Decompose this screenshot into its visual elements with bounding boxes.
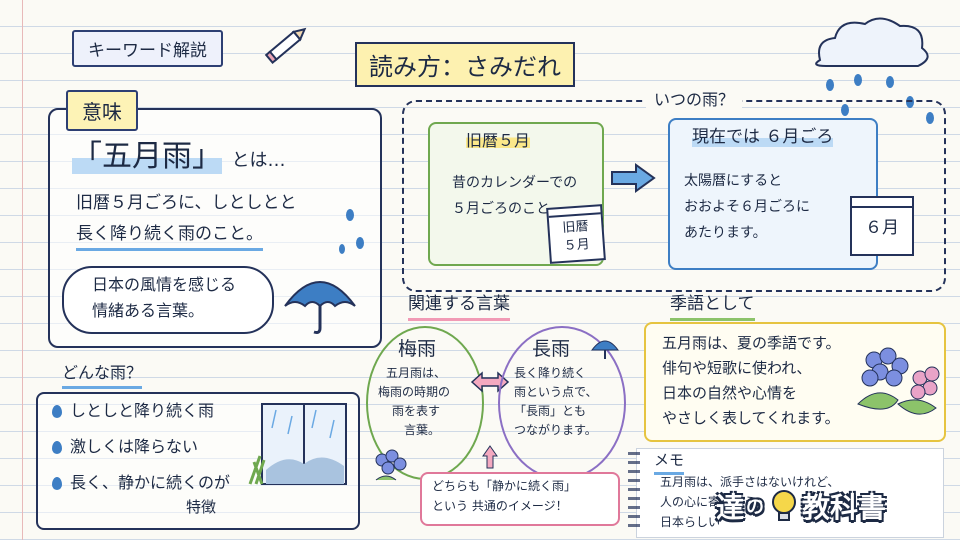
- meaning-line1: 旧暦５月ごろに、しとしとと: [76, 193, 297, 213]
- raindrop-icon: [52, 405, 62, 418]
- kind-item-3: 長く、静かに続くのが: [52, 470, 230, 496]
- raindrop-icon: [52, 441, 62, 454]
- memo-line2: 人の心に寄り添う: [660, 495, 757, 509]
- tsuyu-line1: 五月雨は、: [386, 366, 447, 380]
- meaning-line2: 長く降り続く雨のこと。: [76, 220, 263, 251]
- pencil-icon: [264, 27, 307, 64]
- hydrangea-icon: [375, 449, 407, 481]
- kind-item-1-text: しとしと降り続く雨: [70, 401, 215, 420]
- memo-line1: 五月雨は、派手さはないけれど、: [660, 475, 840, 489]
- old-line2: ５月ごろのこと。: [452, 201, 564, 217]
- now-line1: 太陽暦にすると: [684, 173, 783, 189]
- reading-text: 読み方：さみだれ: [369, 53, 561, 81]
- hydrangea-icon: [857, 347, 940, 415]
- now-line3: あたります。: [684, 225, 767, 241]
- kind-item-3-text: 長く、静かに続くのが: [70, 473, 231, 492]
- meaning-bubble-line2: 情緒ある言葉。: [92, 301, 205, 320]
- raindrops-icon: [339, 209, 364, 254]
- meaning-bubble: [62, 266, 274, 334]
- now-title: 現在では ６月ごろ: [692, 127, 834, 147]
- kind-item-2: 激しくは降らない: [52, 434, 198, 460]
- when-label: いつの雨？: [646, 86, 743, 110]
- arrow-right-icon: [611, 163, 656, 193]
- calendar-icon: 旧暦 ５月: [546, 204, 606, 264]
- lightbulb-icon: [772, 490, 797, 521]
- kigo-line2: 俳句や短歌に使われ、: [662, 359, 812, 377]
- nagaame-line4: つながります。: [514, 423, 597, 437]
- common-line1: どちらも「静かに続く雨」: [432, 479, 577, 493]
- when-label-text: いつの雨？: [654, 90, 735, 109]
- reading-title: 読み方：さみだれ: [355, 42, 575, 87]
- kind-label: どんな雨？: [62, 360, 143, 389]
- brand-logo: 達 の 教科書: [716, 484, 886, 528]
- kigo-label: 季語として: [670, 290, 755, 321]
- nagaame-line3: 「長雨」とも: [514, 404, 587, 418]
- related-label: 関連する言葉: [408, 290, 510, 321]
- brand-part1: 達: [716, 491, 745, 524]
- notebook-margin-line: [22, 0, 23, 540]
- window-icon: [248, 403, 347, 485]
- kigo-line1: 五月雨は、夏の季語です。: [662, 334, 841, 352]
- kind-item-3-cont: 特徴: [186, 498, 217, 516]
- arrow-up-icon: [482, 445, 498, 469]
- raindrop-icon: [52, 477, 62, 490]
- cloud-icon: [815, 17, 934, 124]
- tsuyu-line4: 言葉。: [404, 423, 441, 437]
- tsuyu-line2: 梅雨の時期の: [378, 385, 451, 399]
- kigo-line3: 日本の自然や心情を: [662, 384, 798, 402]
- memo-label: メモ: [654, 448, 685, 475]
- memo-line3: 日本らしい: [660, 515, 721, 529]
- nagaame-title: 長雨: [532, 338, 571, 360]
- nagaame-line1: 長く降り続く: [514, 366, 587, 380]
- tsuyu-line3: 雨を表す: [392, 404, 441, 418]
- keyword-label-text: キーワード解説: [88, 41, 207, 61]
- kind-item-1: しとしと降り続く雨: [52, 398, 214, 424]
- tsuyu-title: 梅雨: [398, 338, 437, 360]
- kigo-line4: やさしく表してくれます。: [662, 409, 840, 427]
- now-calendar-text: ６月: [865, 218, 899, 238]
- old-title: 旧暦５月: [466, 131, 531, 150]
- keyword-label: キーワード解説: [72, 30, 223, 67]
- old-line1: 昔のカレンダーでの: [452, 175, 578, 191]
- now-title-wrap: 現在では ６月ごろ: [692, 124, 834, 150]
- brand-part2: の: [746, 497, 765, 518]
- common-image-box: [420, 472, 620, 526]
- memo-spiral: [628, 452, 640, 532]
- kind-item-2-text: 激しくは降らない: [70, 437, 199, 456]
- meaning-term: 「五月雨」: [72, 139, 222, 174]
- meaning-term-suffix: とは…: [231, 150, 286, 171]
- meaning-bubble-line1: 日本の風情を感じる: [92, 275, 237, 294]
- meaning-label-text: 意味: [82, 100, 122, 124]
- meaning-label: 意味: [66, 90, 138, 131]
- old-title-wrap: 旧暦５月: [466, 128, 531, 154]
- old-calendar-line2: ５月: [563, 237, 591, 254]
- umbrella-icon: [591, 340, 619, 359]
- meaning-term-line: 「五月雨」 とは…: [72, 138, 286, 180]
- now-line2: おおよそ６月ごろに: [684, 199, 810, 215]
- calendar-icon: ６月: [850, 196, 914, 256]
- nagaame-line2: 雨という点で、: [514, 385, 598, 399]
- umbrella-icon: [284, 281, 356, 334]
- common-line2: という 共通のイメージ！: [432, 499, 568, 513]
- brand-part3: 教科書: [802, 491, 887, 524]
